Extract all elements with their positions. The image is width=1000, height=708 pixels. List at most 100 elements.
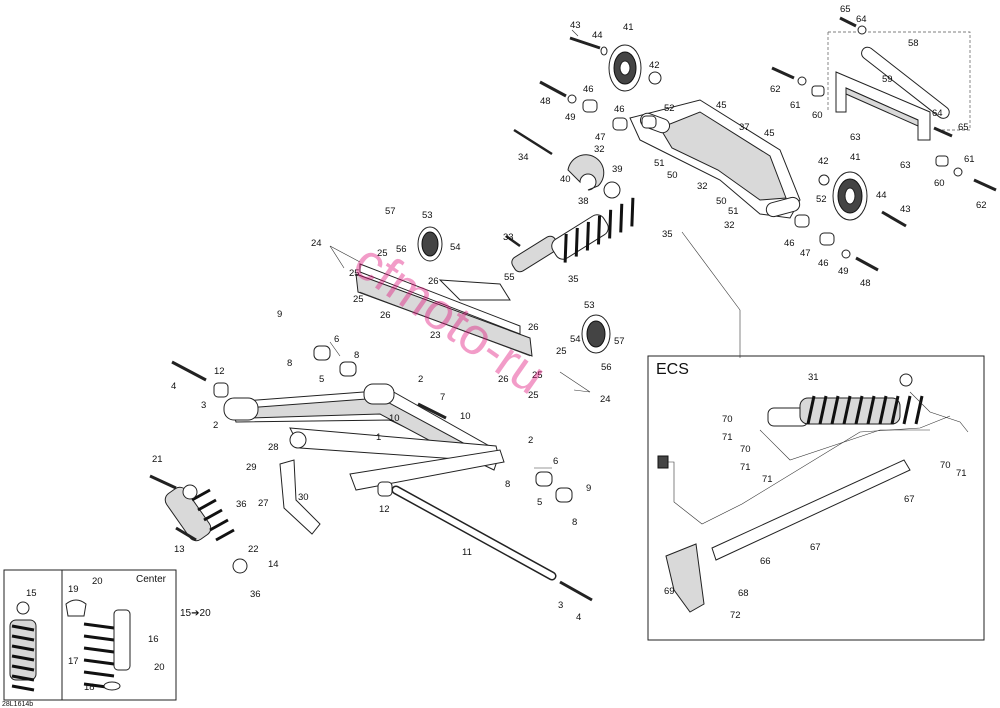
label-11: 11 (462, 547, 472, 558)
label-56: 56 (601, 362, 612, 373)
label-32: 32 (724, 220, 735, 231)
label-49: 49 (565, 112, 576, 123)
label-65: 65 (840, 4, 851, 15)
label-24: 24 (311, 238, 322, 249)
label-40: 40 (560, 174, 571, 185)
callout-labels: 1 2 2 2 3 3 4 4 5 5 6 6 7 8 8 8 8 9 9 10… (26, 4, 987, 693)
label-62: 62 (976, 200, 987, 211)
label-68: 68 (738, 588, 749, 599)
label-27: 27 (258, 498, 269, 509)
bushing-47 (819, 232, 835, 246)
label-51: 51 (654, 158, 665, 169)
hose (664, 415, 951, 525)
label-56: 56 (396, 244, 407, 255)
bolt-48 (855, 256, 879, 272)
washer-44 (600, 46, 608, 56)
label-52: 52 (816, 194, 827, 205)
guide-line (828, 31, 971, 131)
bushing-5 (535, 471, 553, 487)
label-10: 10 (460, 411, 471, 422)
ecs-frame (647, 355, 985, 641)
label-39: 39 (612, 164, 623, 175)
bracket-59-face (845, 87, 919, 127)
label-7: 7 (440, 392, 445, 403)
idler-wheel-41-center (619, 60, 631, 76)
label-63: 63 (850, 132, 861, 143)
label-2: 2 (213, 420, 218, 431)
cam-38 (567, 154, 605, 191)
label-71: 71 (722, 432, 733, 443)
label-8: 8 (572, 517, 577, 528)
bolt-33 (505, 234, 521, 248)
connector (657, 455, 669, 469)
bolt-34 (513, 128, 553, 156)
hose (759, 429, 930, 461)
rear-arm-37-web (659, 111, 787, 201)
bushing-60 (935, 155, 949, 167)
bump-stop-19 (65, 599, 87, 617)
washer-64 (857, 25, 867, 35)
bolt-13 (175, 526, 197, 542)
label-62: 62 (770, 84, 781, 95)
washer-61 (797, 76, 807, 86)
label-51: 51 (728, 206, 739, 217)
bushing-60 (811, 85, 825, 97)
label-12: 12 (214, 366, 225, 377)
label-5: 5 (319, 374, 324, 385)
label-6: 6 (334, 334, 339, 345)
label-30: 30 (298, 492, 309, 503)
bolt-62 (771, 66, 795, 80)
label-33: 33 (503, 232, 514, 243)
swing-arm-1 (223, 383, 505, 491)
label-4: 4 (576, 612, 581, 623)
label-22: 22 (248, 544, 259, 555)
label-25: 25 (556, 346, 567, 357)
label-36: 36 (250, 589, 261, 600)
label-53: 53 (584, 300, 595, 311)
label-26: 26 (498, 374, 509, 385)
bolt-4 (171, 360, 207, 382)
label-50: 50 (716, 196, 727, 207)
label-52: 52 (664, 103, 675, 114)
label-45: 45 (716, 100, 727, 111)
label-8: 8 (354, 350, 359, 361)
label-48: 48 (540, 96, 551, 107)
label-15: 15 (26, 588, 37, 599)
label-49: 49 (838, 266, 849, 277)
label-61: 61 (790, 100, 801, 111)
bolt-65 (839, 16, 857, 28)
label-32: 32 (697, 181, 708, 192)
label-26: 26 (428, 276, 439, 287)
label-9: 9 (586, 483, 591, 494)
label-44: 44 (876, 190, 887, 201)
washer-49 (567, 94, 577, 104)
label-32: 32 (594, 144, 605, 155)
label-26: 26 (380, 310, 391, 321)
label-57: 57 (385, 206, 396, 217)
label-50: 50 (667, 170, 678, 181)
label-41: 41 (850, 152, 861, 163)
bolt-48 (539, 80, 567, 98)
label-36: 36 (236, 499, 247, 510)
bolt-7 (417, 402, 447, 420)
label-25: 25 (528, 390, 539, 401)
washer-61 (953, 167, 963, 177)
center-frame (3, 569, 177, 701)
label-9: 9 (277, 309, 282, 320)
hose (909, 391, 969, 433)
idler-wheel-53-hub (421, 231, 439, 257)
label-3: 3 (558, 600, 563, 611)
bushing-47 (612, 117, 628, 131)
label-66: 66 (760, 556, 771, 567)
bolt-43 (881, 210, 907, 228)
label-8: 8 (287, 358, 292, 369)
washer-49 (841, 249, 851, 259)
label-71: 71 (956, 468, 967, 479)
label-34: 34 (518, 152, 529, 163)
label-64: 64 (856, 14, 867, 25)
ecs-title: ECS (656, 361, 689, 378)
label-8: 8 (505, 479, 510, 490)
label-70: 70 (722, 414, 733, 425)
label-38: 38 (578, 196, 589, 207)
label-46: 46 (784, 238, 795, 249)
